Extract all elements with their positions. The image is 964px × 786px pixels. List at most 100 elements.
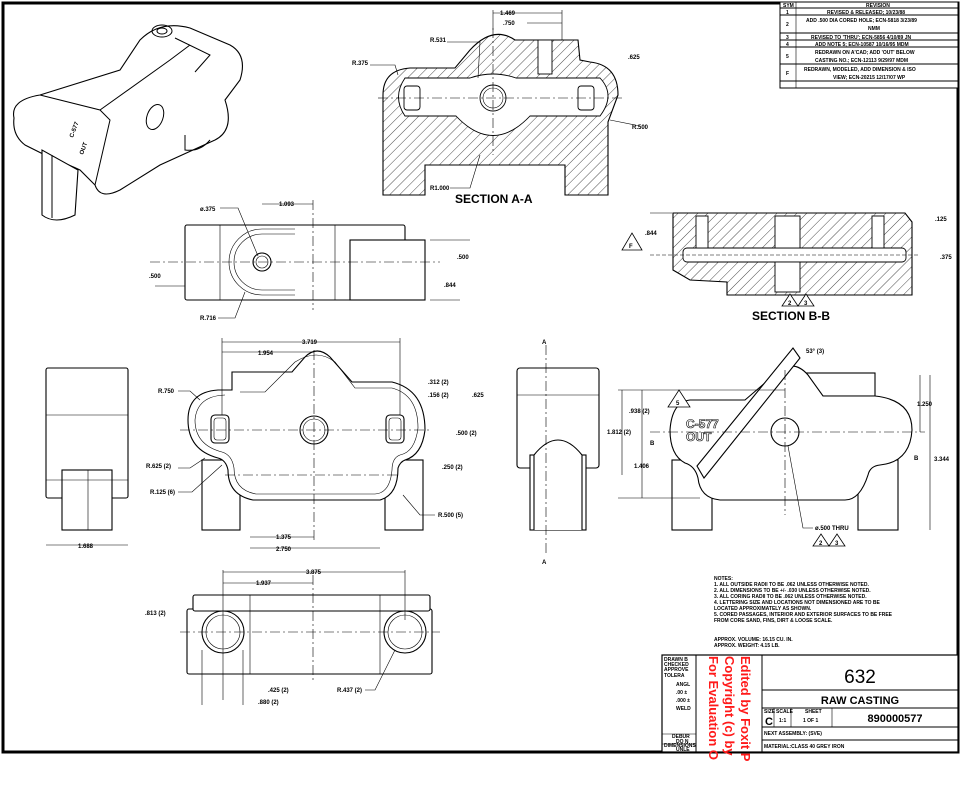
dim-label: 3.875	[306, 570, 322, 576]
dim-label: R.375	[352, 61, 369, 67]
note-line: 4. LETTERING SIZE AND LOCATIONS NOT DIME…	[714, 600, 881, 606]
revision-text: REDRAWN, MODELED, ADD DIMENSION & ISO	[804, 67, 916, 73]
dim-label: .500	[149, 274, 161, 280]
dim-label: 2.750	[276, 547, 292, 553]
watermark-line: For Evaluation O	[706, 656, 721, 760]
revision-text: ADD .500 DIA CORED HOLE; ECN-5818 3/23/8…	[806, 18, 917, 24]
dim-label: ø.375	[200, 207, 216, 213]
scale-value: 1:1	[779, 718, 786, 724]
dim-label: 1.093	[279, 202, 295, 208]
revision-text: VIEW; ECN-20215 12/17/07 WP	[833, 75, 906, 81]
tb-label: CHECKED	[664, 662, 689, 668]
dim-label: R.500 (5)	[438, 513, 463, 519]
bottom-view: 3.875 1.937 .813 (2) .425 (2) .880 (2) R…	[145, 570, 440, 706]
sheet-label: SHEET	[805, 709, 822, 715]
dim-label: .250 (2)	[442, 465, 463, 471]
dim-label: .156 (2)	[428, 393, 449, 399]
revision-flag: 2	[788, 301, 792, 307]
tb-label: APPROVE	[664, 667, 689, 673]
tb-label: .00 ±	[676, 690, 687, 696]
tb-label: ANGL	[676, 682, 690, 688]
revision-flag: 3	[835, 541, 839, 547]
note-line: FROM CORE SAND, FINS, DIRT & LOOSE SCALE…	[714, 618, 833, 624]
dim-label: R.531	[430, 38, 447, 44]
dim-label: 3.344	[934, 457, 950, 463]
dim-label: 1.375	[276, 535, 292, 541]
tb-label: TOLERA	[664, 673, 685, 679]
size-label: SIZE	[764, 709, 776, 715]
dim-label: R.125 (6)	[150, 490, 175, 496]
dim-label: .938 (2)	[629, 409, 650, 415]
section-b-b-view: F .844 .125 .375 2 3 SECTION B-B	[621, 212, 952, 323]
evaluation-watermark: Edited by Foxit P Copyright (c) by For E…	[706, 656, 753, 762]
cut-line-label: A	[542, 340, 547, 346]
revision-flag: 5	[676, 401, 680, 407]
notes: NOTES: 1. ALL OUTSIDE RADII TO BE .062 U…	[714, 576, 893, 649]
watermark-line: Copyright (c) by	[722, 656, 737, 756]
dim-label: .625	[628, 55, 640, 61]
dim-label: .750	[503, 21, 515, 27]
isometric-view: C-577 OUT	[12, 24, 243, 221]
emboss-part-number: C-577	[686, 417, 719, 431]
emboss-out: OUT	[686, 430, 712, 444]
revision-text: ADD NOTE 5; ECN-10587 10/16/95 MDM	[815, 42, 909, 48]
dim-label: 1.406	[634, 464, 650, 470]
material: MATERIAL:CLASS 40 GREY IRON	[764, 744, 845, 750]
iso-emboss-part-number: C-577	[69, 121, 80, 139]
dim-label: .500 (2)	[456, 431, 477, 437]
revision-header-sym: SYM	[783, 3, 794, 9]
left-side-view: 1.688	[45, 367, 129, 550]
watermark-line: Edited by Foxit P	[738, 656, 753, 762]
dim-label: .844	[444, 283, 456, 289]
dim-label: 1.469	[500, 11, 516, 17]
dim-label: 1.812 (2)	[607, 430, 631, 436]
note-line: 3. ALL CORING RADII TO BE .062 UNLESS OT…	[714, 594, 867, 600]
dim-label: .125	[935, 217, 947, 223]
scale-label: SCALE	[776, 709, 794, 715]
revision-flag: 3	[804, 301, 808, 307]
dim-label: R.437 (2)	[337, 688, 362, 694]
cut-line-label: A	[542, 560, 547, 566]
next-assembly: NEXT ASSEMBLY: (SVE)	[764, 731, 822, 737]
dim-label: 1.688	[78, 544, 94, 550]
side-view-a: A A	[516, 340, 600, 566]
dim-label: .625	[472, 393, 484, 399]
tb-label: DO N	[676, 739, 689, 745]
tb-label: UNLE	[676, 747, 690, 753]
section-a-a-view: 1.469 .750 R.531 R.375 .625 R.500 R1.000…	[352, 10, 649, 206]
dim-label: .500	[457, 255, 469, 261]
note-line: 5. CORED PASSAGES, INTERIOR AND EXTERIOR…	[714, 612, 893, 618]
right-view: 5 C-577 OUT B B 53° (3) .938 (2) 1.812 (…	[607, 347, 950, 547]
revision-flag: F	[629, 244, 633, 250]
tb-label: .000 ±	[676, 698, 690, 704]
revision-text: NMM	[868, 26, 880, 32]
revision-sym: 4	[786, 42, 789, 48]
sheet-value: 1 OF 1	[803, 718, 819, 724]
part-number: 632	[844, 667, 876, 688]
title-block: DRAWN B CHECKED APPROVE TOLERA ANGL .00 …	[661, 654, 959, 753]
iso-emboss-out: OUT	[79, 141, 89, 155]
revision-sym: 5	[786, 54, 789, 60]
dim-label: .844	[645, 231, 657, 237]
note-line: 1. ALL OUTSIDE RADII TO BE .062 UNLESS O…	[714, 582, 869, 588]
top-view: ø.375 1.093 .500 .500 .844 R.716	[149, 200, 470, 322]
dim-label: R.716	[200, 316, 217, 322]
approx-volume: APPROX. VOLUME: 16.15 CU. IN.	[714, 637, 793, 643]
dim-label: R1.000	[430, 186, 450, 192]
revision-table: SYM REVISION 1 REVISED & RELEASED; 10/23…	[779, 1, 959, 89]
revision-sym: 3	[786, 35, 789, 41]
dim-label: 53° (3)	[806, 349, 824, 355]
revision-text: CASTING NO.; ECN-12113 9/29/97 MDM	[815, 58, 908, 64]
dim-label: 1.937	[256, 581, 272, 587]
dim-label: 1.250	[917, 402, 933, 408]
revision-text: REDRAWN ON A'CAD; ADD 'OUT' BELOW	[815, 50, 915, 56]
revision-sym: F	[786, 71, 789, 77]
dim-label: .312 (2)	[428, 380, 449, 386]
sheet-border	[1, 1, 960, 754]
dim-label: 3.719	[302, 340, 318, 346]
note-line: 2. ALL DIMENSIONS TO BE +/- .030 UNLESS …	[714, 588, 871, 594]
dim-label: .880 (2)	[258, 700, 279, 706]
dim-label: 1.954	[258, 351, 274, 357]
revision-header: REVISION	[866, 3, 890, 9]
